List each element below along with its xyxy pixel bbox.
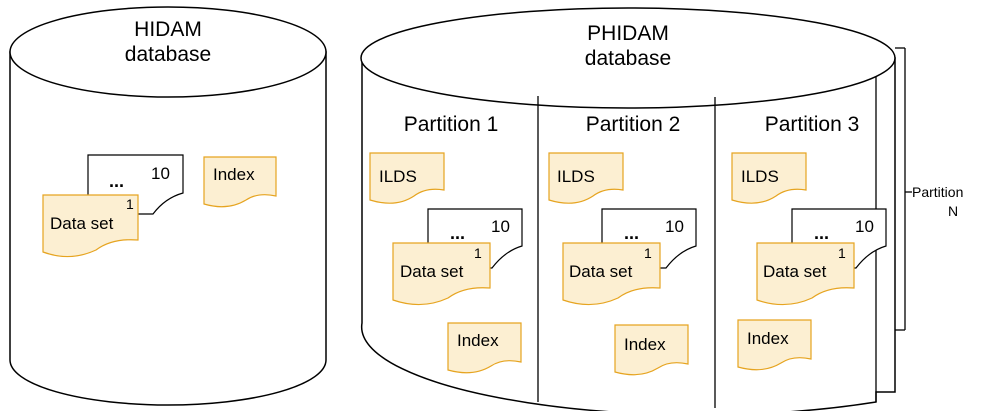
partition-1-dataset-front-num: 1 bbox=[474, 245, 482, 261]
hidam-dataset-front-page bbox=[42, 194, 139, 258]
partition-3-label: Partition 3 bbox=[765, 113, 860, 136]
partition-1: Partition 1 ILDS ... 10 1 Data set Index bbox=[369, 113, 523, 374]
partition-3: Partition 3 ILDS ... 10 1 Data set Index bbox=[731, 113, 887, 371]
partition-1-dataset-label: Data set bbox=[400, 262, 464, 281]
partition-2-dataset-back-num: 10 bbox=[665, 217, 684, 236]
hidam-index-shape bbox=[203, 156, 277, 208]
partition-3-dataset-front-page bbox=[756, 242, 855, 306]
partition-2-ilds-label: ILDS bbox=[557, 167, 595, 186]
partition-3-dataset-back-num: 10 bbox=[855, 217, 874, 236]
phidam-cylinder-top bbox=[360, 7, 896, 109]
hidam-dataset-front-num: 1 bbox=[126, 196, 134, 212]
partition-3-index-label: Index bbox=[747, 329, 789, 348]
hidam-database: HIDAM database ... 10 1 Data set Index bbox=[9, 6, 327, 406]
partition-1-dataset-dots: ... bbox=[450, 223, 465, 243]
hidam-title-line1: HIDAM bbox=[134, 18, 202, 41]
partition-2-dataset-stack: ... 10 1 Data set bbox=[562, 208, 697, 306]
hidam-cylinder-top bbox=[9, 6, 327, 98]
partition-1-dataset-front-page bbox=[392, 242, 491, 306]
partition-2-ilds-doc: ILDS bbox=[548, 152, 624, 204]
phidam-title-line2: database bbox=[585, 47, 671, 70]
partition-2-dataset-dots: ... bbox=[624, 223, 639, 243]
partition-2-index-doc: Index bbox=[614, 324, 689, 376]
partition-1-ilds-shape bbox=[369, 152, 445, 204]
partition-3-ilds-label: ILDS bbox=[741, 167, 779, 186]
hidam-dataset-back-num: 10 bbox=[151, 164, 170, 183]
partition-3-ilds-shape bbox=[731, 152, 807, 204]
partition-3-index-shape bbox=[737, 319, 812, 371]
partition-2-index-shape bbox=[614, 324, 689, 376]
partition-1-index-label: Index bbox=[457, 331, 499, 350]
partition-2-dataset-front-num: 1 bbox=[644, 245, 652, 261]
hidam-index-label: Index bbox=[213, 165, 255, 184]
partition-2-index-label: Index bbox=[624, 335, 666, 354]
partition-1-dataset-back-num: 10 bbox=[491, 217, 510, 236]
partition-1-ilds-label: ILDS bbox=[379, 167, 417, 186]
partition-1-index-doc: Index bbox=[447, 322, 522, 374]
partition-1-label: Partition 1 bbox=[404, 113, 499, 136]
hidam-dataset-label: Data set bbox=[50, 214, 114, 233]
partition-n-bracket: Partition N bbox=[895, 47, 963, 331]
hidam-title-line2: database bbox=[125, 43, 211, 66]
hidam-cylinder-body bbox=[9, 51, 327, 406]
partition-3-dataset-label: Data set bbox=[763, 262, 827, 281]
partition-3-dataset-stack: ... 10 1 Data set bbox=[756, 208, 887, 306]
hidam-dataset-stack: ... 10 1 Data set bbox=[42, 154, 184, 258]
partition-2-ilds-shape bbox=[548, 152, 624, 204]
partition-3-ilds-doc: ILDS bbox=[731, 152, 807, 204]
partition-2-dataset-front-page bbox=[562, 242, 661, 306]
partition-n-line2: N bbox=[948, 203, 958, 219]
partition-1-dataset-stack: ... 10 1 Data set bbox=[392, 208, 523, 306]
partition-3-dataset-front-num: 1 bbox=[838, 245, 846, 261]
partition-1-index-shape bbox=[447, 322, 522, 374]
partition-3-index-doc: Index bbox=[737, 319, 812, 371]
phidam-database: PHIDAM database Partition N Partition 1 … bbox=[360, 7, 963, 411]
partition-2-label: Partition 2 bbox=[586, 113, 681, 136]
partition-2-dataset-label: Data set bbox=[569, 262, 633, 281]
partition-3-dataset-dots: ... bbox=[814, 223, 829, 243]
partition-1-ilds-doc: ILDS bbox=[369, 152, 445, 204]
partition-2: Partition 2 ILDS ... 10 1 Data set Index bbox=[548, 113, 697, 376]
hidam-dataset-dots: ... bbox=[109, 171, 124, 191]
hidam-index-doc: Index bbox=[203, 156, 277, 208]
phidam-title-line1: PHIDAM bbox=[587, 22, 669, 45]
partition-n-line1: Partition bbox=[912, 184, 963, 200]
